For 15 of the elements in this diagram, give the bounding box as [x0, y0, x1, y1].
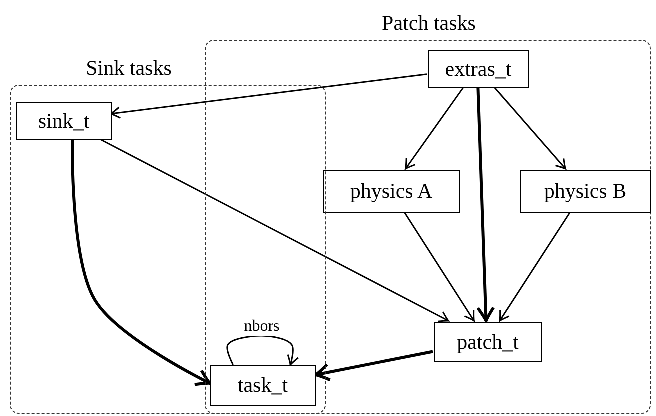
node-label: patch_t: [457, 330, 519, 354]
process-box: [323, 170, 460, 213]
node-label: task_t: [238, 373, 288, 398]
group-heading: Sink tasks: [86, 56, 172, 81]
process-box: [16, 102, 112, 140]
node-label: physics A: [350, 179, 433, 204]
edge-label: nbors: [243, 318, 281, 336]
node-label: sink_t: [38, 108, 90, 134]
process-box: [428, 50, 529, 88]
process-box: [210, 365, 316, 406]
process-box: [434, 322, 542, 362]
group-heading: Patch tasks: [382, 11, 476, 36]
process-box: [520, 170, 651, 213]
node-label: extras_t: [445, 56, 512, 82]
node-label: physics B: [544, 179, 627, 204]
